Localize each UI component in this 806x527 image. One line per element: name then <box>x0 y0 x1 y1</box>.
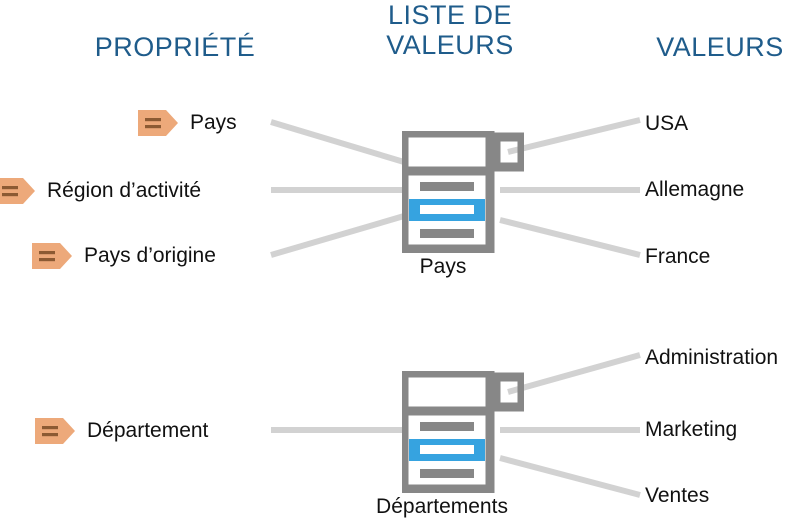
tag-icon <box>138 110 178 136</box>
column-header-propriete: PROPRIÉTÉ <box>94 32 256 62</box>
property-row-pays-origine[interactable]: Pays d’origine <box>32 241 216 271</box>
connector-pays-to-list <box>270 119 405 165</box>
property-label: Région d’activité <box>47 179 202 202</box>
list-document-icon <box>402 371 524 493</box>
property-row-departement[interactable]: Département <box>35 416 208 446</box>
list-row-1 <box>420 422 474 431</box>
list-icon-caption: Départements <box>376 495 508 518</box>
property-row-pays[interactable]: Pays <box>138 108 237 138</box>
value-list-icon-pays[interactable]: Pays <box>402 131 524 278</box>
value-label-marketing[interactable]: Marketing <box>645 418 738 441</box>
property-label: Département <box>87 419 209 442</box>
property-label: Pays <box>190 111 237 134</box>
connector-paysorigine-to-list <box>270 213 405 258</box>
tag-icon <box>0 178 35 204</box>
list-row-3 <box>420 469 474 478</box>
list-row-1 <box>420 182 474 191</box>
value-label-ventes[interactable]: Ventes <box>645 484 710 507</box>
value-label-usa[interactable]: USA <box>645 112 689 135</box>
list-row-3 <box>420 229 474 238</box>
value-label-administration[interactable]: Administration <box>645 346 779 369</box>
list-icon-caption: Pays <box>419 255 467 278</box>
tag-icon <box>32 243 72 269</box>
property-row-region-activite[interactable]: Région d’activité <box>0 176 201 206</box>
column-header-valeurs: VALEURS <box>656 32 784 62</box>
property-label: Pays d’origine <box>84 244 216 267</box>
connector-list-to-administration <box>507 352 641 395</box>
value-label-france[interactable]: France <box>645 245 711 268</box>
value-list-icon-departements[interactable]: Départements <box>376 371 524 518</box>
value-label-allemagne[interactable]: Allemagne <box>645 178 745 201</box>
connector-list-to-usa <box>507 117 641 155</box>
column-header-liste-de-valeurs: LISTE DE VALEURS <box>386 0 514 60</box>
list-document-icon <box>402 131 524 253</box>
tag-icon <box>35 418 75 444</box>
